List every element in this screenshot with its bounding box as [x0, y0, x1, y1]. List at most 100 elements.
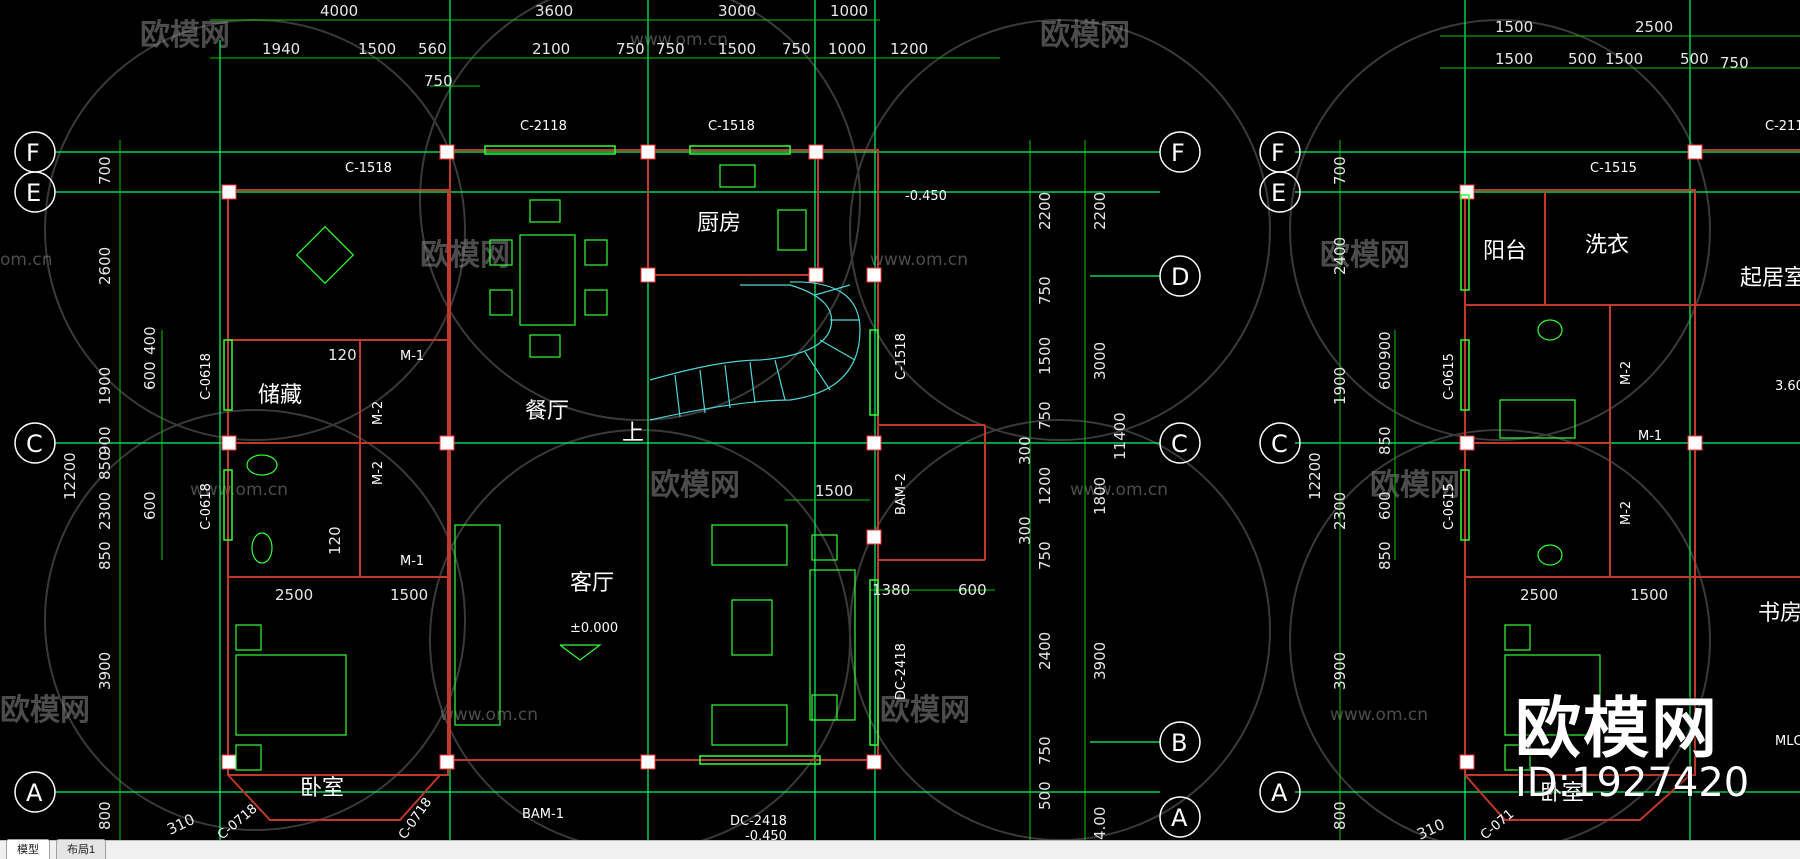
- svg-text:C-0615: C-0615: [1442, 483, 1457, 530]
- svg-text:M-2: M-2: [371, 461, 386, 485]
- layout-tab-bar: 模型 布局1: [0, 839, 1800, 859]
- room-laundry: 洗衣: [1585, 233, 1629, 258]
- svg-text:B: B: [1171, 729, 1187, 757]
- grid-bubble-d-mid: D: [1159, 255, 1201, 297]
- svg-text:850: 850: [96, 451, 114, 480]
- svg-text:3.60: 3.60: [1775, 379, 1800, 394]
- svg-text:C-0618: C-0618: [199, 483, 214, 530]
- grid-bubble-b-mid: B: [1159, 721, 1201, 763]
- svg-text:1500: 1500: [1495, 50, 1533, 68]
- level-marks: -0.450 ±0.000 -0.450: [559, 189, 947, 840]
- svg-text:12200: 12200: [61, 452, 79, 500]
- svg-text:500: 500: [1680, 50, 1709, 68]
- watermark-brand: 欧模网: [1040, 18, 1130, 53]
- room-labels: 储藏 厨房 餐厅 客厅 卧室 上: [258, 211, 741, 801]
- svg-text:-0.450: -0.450: [745, 829, 787, 840]
- room-balcony: 阳台: [1483, 239, 1527, 264]
- room-storage: 储藏: [258, 383, 302, 408]
- svg-text:BAM-2: BAM-2: [894, 473, 909, 515]
- cad-drawing-canvas[interactable]: 欧模网 欧模网 欧模网 欧模网 欧模网 欧模网 欧模网 欧模网 www.om.c…: [0, 0, 1800, 840]
- svg-text:750: 750: [1036, 401, 1054, 430]
- svg-text:800: 800: [96, 801, 114, 830]
- svg-text:750: 750: [1036, 276, 1054, 305]
- svg-text:3000: 3000: [1091, 342, 1109, 380]
- svg-text:1500: 1500: [718, 40, 756, 58]
- svg-text:BAM-1: BAM-1: [522, 807, 564, 822]
- svg-text:750: 750: [1720, 54, 1749, 72]
- svg-text:-0.450: -0.450: [905, 189, 947, 204]
- right-plan-labels: C-1515 C-0615 C-0615 M-1 M-2 M-2 C-211 C…: [1306, 119, 1800, 840]
- svg-text:A: A: [1171, 804, 1188, 832]
- watermark-url: www.om.cn: [870, 250, 968, 270]
- grid-bubble-c: C: [14, 422, 56, 464]
- model-id: ID:1927420: [1515, 760, 1750, 806]
- grid-bubble-f: F: [14, 131, 56, 173]
- svg-text:1900: 1900: [96, 367, 114, 405]
- furniture: [235, 164, 1601, 771]
- svg-text:3000: 3000: [718, 2, 756, 20]
- watermark-layer: 欧模网 欧模网 欧模网 欧模网 欧模网 欧模网 欧模网 欧模网 www.om.c…: [0, 0, 1711, 840]
- room-kitchen: 厨房: [697, 211, 741, 236]
- svg-text:1500: 1500: [1036, 337, 1054, 375]
- svg-text:1500: 1500: [815, 482, 853, 500]
- svg-text:2400: 2400: [1036, 632, 1054, 670]
- watermark-url: www.om.cn: [1330, 705, 1428, 725]
- grid-bubble-c-right: C: [1259, 422, 1301, 464]
- svg-text:2200: 2200: [1091, 192, 1109, 230]
- svg-text:1000: 1000: [830, 2, 868, 20]
- svg-text:2100: 2100: [532, 40, 570, 58]
- svg-text:1940: 1940: [262, 40, 300, 58]
- room-living: 客厅: [570, 571, 614, 596]
- svg-text:C-0618: C-0618: [199, 353, 214, 400]
- svg-text:750: 750: [1036, 541, 1054, 570]
- svg-text:1200: 1200: [1036, 467, 1054, 505]
- svg-text:1500: 1500: [1630, 586, 1668, 604]
- svg-text:3900: 3900: [1331, 652, 1349, 690]
- watermark-brand: 欧模网: [650, 468, 740, 503]
- grid-bubbles: F E C A F D C B A F E C A: [14, 131, 1301, 838]
- svg-text:3900: 3900: [96, 652, 114, 690]
- svg-text:310: 310: [164, 810, 198, 838]
- svg-text:1800: 1800: [1091, 477, 1109, 515]
- svg-text:1500: 1500: [1495, 18, 1533, 36]
- tab-model[interactable]: 模型: [6, 839, 50, 859]
- svg-text:±0.000: ±0.000: [570, 621, 618, 636]
- svg-text:300: 300: [1016, 436, 1034, 465]
- svg-text:2400: 2400: [1331, 237, 1349, 275]
- svg-text:C-0718: C-0718: [215, 801, 261, 840]
- tab-layout1[interactable]: 布局1: [56, 839, 107, 859]
- grid-bubble-e: E: [14, 171, 56, 213]
- watermark-url: www.om.cn: [1070, 480, 1168, 500]
- walls-main-plan: [227, 149, 986, 821]
- room-bedroom: 卧室: [300, 776, 344, 801]
- svg-text:C-2118: C-2118: [520, 119, 567, 134]
- svg-text:2500: 2500: [1520, 586, 1558, 604]
- svg-text:C: C: [1271, 430, 1288, 458]
- svg-text:4.00: 4.00: [1091, 807, 1109, 840]
- room-dining: 餐厅: [525, 399, 569, 424]
- top-dimension-labels: 4000 3600 3000 1000 1940 1500 560 2100 7…: [262, 2, 1749, 90]
- windows: [223, 145, 1470, 765]
- svg-text:A: A: [1271, 779, 1288, 807]
- svg-text:A: A: [26, 779, 43, 807]
- svg-text:1500: 1500: [1605, 50, 1643, 68]
- svg-text:600: 600: [1376, 361, 1394, 390]
- svg-text:2500: 2500: [1635, 18, 1673, 36]
- svg-text:F: F: [1171, 139, 1185, 167]
- svg-text:900: 900: [1376, 331, 1394, 360]
- svg-text:M-2: M-2: [1619, 361, 1634, 385]
- dimension-lines: [119, 19, 1800, 840]
- watermark-brand: 欧模网: [1320, 238, 1410, 273]
- svg-text:120: 120: [326, 526, 344, 555]
- svg-text:C: C: [1171, 430, 1188, 458]
- svg-text:C-1515: C-1515: [1590, 161, 1637, 176]
- svg-text:DC-2418: DC-2418: [730, 814, 787, 829]
- room-bed-upper: 卧室: [1540, 781, 1584, 806]
- small-dimension-labels: 120 120 2500 1500 310: [164, 346, 428, 839]
- svg-text:2200: 2200: [1036, 192, 1054, 230]
- stair-up: 上: [622, 421, 644, 446]
- svg-text:C-1518: C-1518: [345, 161, 392, 176]
- svg-text:750: 750: [1036, 736, 1054, 765]
- grid-bubble-e-right: E: [1259, 171, 1301, 213]
- watermark-url: www.om.cn: [440, 705, 538, 725]
